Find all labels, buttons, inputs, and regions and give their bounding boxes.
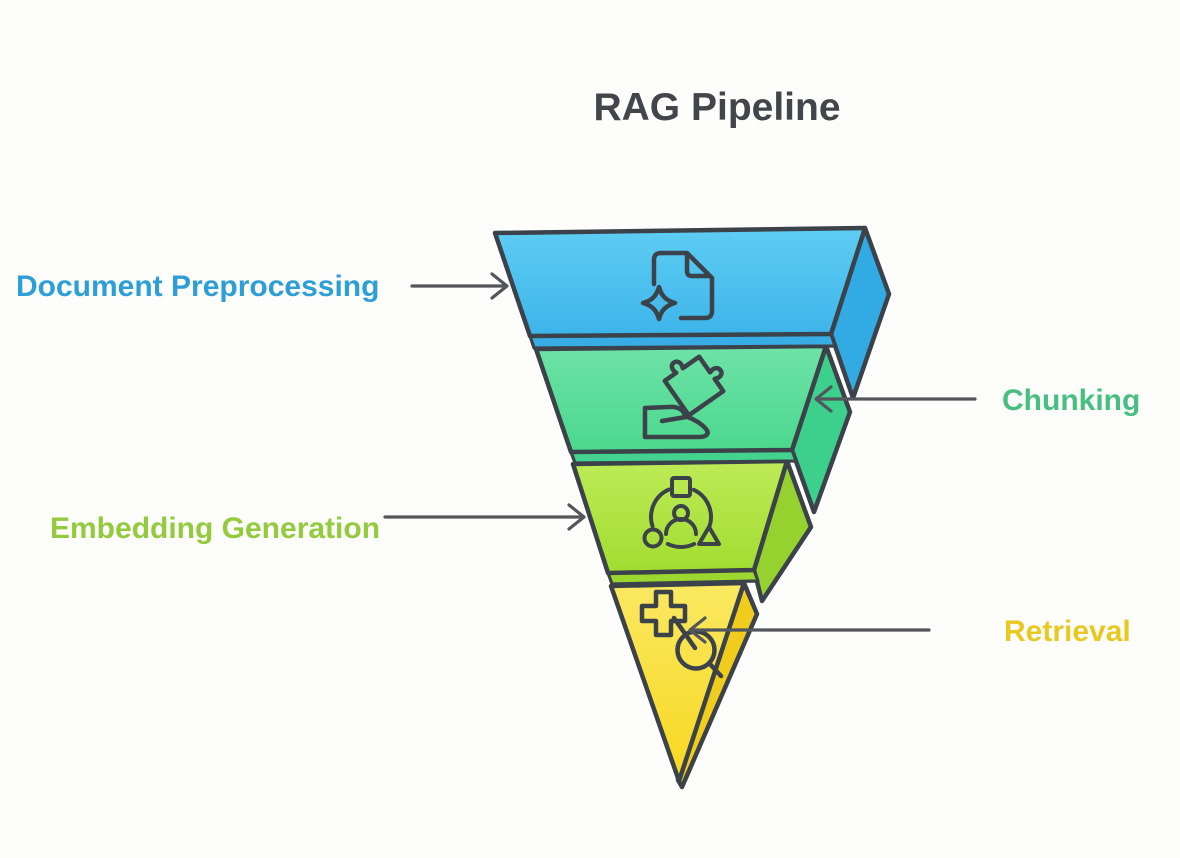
cluster-arc-bottom — [665, 542, 697, 550]
arrowhead-left-icon — [688, 616, 707, 644]
cluster-arc-top-left — [649, 487, 671, 529]
tilted-page — [642, 404, 710, 440]
cluster-triangle — [697, 525, 721, 546]
puzzle-piece — [662, 354, 726, 418]
document-preprocessing-front-face — [492, 225, 868, 339]
person-cluster-icon — [642, 476, 721, 550]
sparkle-glyph — [640, 284, 678, 322]
stage-chunking — [533, 343, 853, 515]
cluster-arc-top-right — [691, 487, 713, 529]
page-fold — [684, 252, 712, 279]
document-preprocessing-label: Document Preprocessing — [16, 270, 379, 303]
cluster-square — [670, 476, 692, 498]
magnifier-handle — [706, 660, 724, 679]
arrowhead-right-icon — [490, 272, 509, 300]
tilted-page-fold-line — [659, 414, 689, 424]
stage-embedding-generation — [570, 458, 814, 604]
document-preprocessing-arrow — [410, 272, 509, 300]
stage-retrieval — [608, 580, 760, 790]
connector-arrows — [383, 272, 977, 644]
page-outline — [651, 250, 715, 321]
person-shoulders — [664, 517, 698, 536]
arrowhead-left-icon — [814, 385, 833, 413]
retrieval-front-face — [608, 580, 747, 784]
retrieval-arrow — [688, 616, 931, 644]
sparkle-document-icon — [640, 250, 715, 322]
plus-glyph — [639, 589, 688, 638]
chunking-label: Chunking — [1002, 384, 1140, 417]
cluster-circle — [642, 527, 664, 549]
chunking-arrow — [814, 385, 977, 413]
puzzle-document-icon — [642, 354, 726, 440]
page-title: RAG Pipeline — [593, 86, 840, 129]
stage-document-preprocessing — [492, 225, 892, 401]
arrowhead-right-icon — [567, 503, 586, 531]
retrieval-label: Retrieval — [1004, 615, 1131, 648]
magnifier-hand-line — [671, 615, 698, 651]
embedding-generation-arrow — [383, 503, 586, 531]
embedding-generation-label: Embedding Generation — [50, 512, 380, 545]
